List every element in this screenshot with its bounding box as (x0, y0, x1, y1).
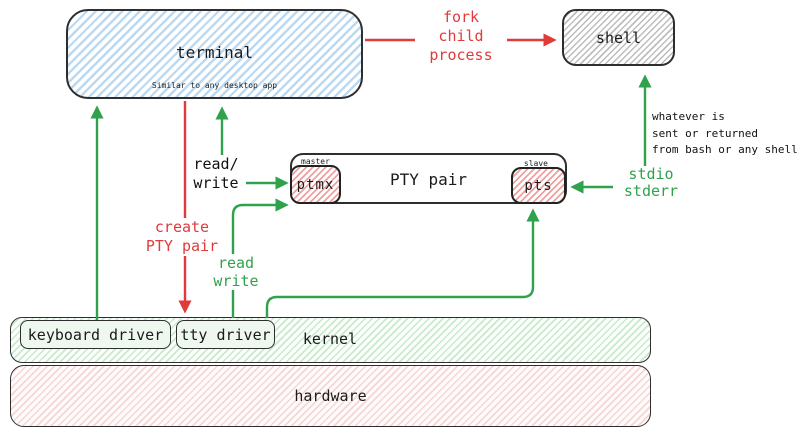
shell-box: shell (562, 9, 675, 66)
pts-label: pts (524, 177, 553, 194)
pty-pair-box: PTY pair master slave ptmx pts (290, 153, 567, 204)
slave-tag: slave (523, 159, 548, 168)
kernel-label: kernel (302, 330, 358, 348)
tty-driver-label: tty driver (180, 325, 271, 344)
shell-title: shell (595, 28, 642, 47)
terminal-box: terminal Similar to any desktop app (66, 9, 363, 99)
pty-pair-title: PTY pair (389, 170, 468, 189)
stdio-stderr-label: stdio stderr (613, 166, 689, 200)
hardware-label: hardware (294, 387, 367, 405)
ptmx-box: ptmx (290, 165, 341, 204)
terminal-title: terminal (175, 43, 254, 62)
create-pty-pair-label: create PTY pair (134, 218, 230, 256)
keyboard-driver-label: keyboard driver (27, 325, 164, 344)
pts-box: pts (511, 167, 566, 204)
tty-read-write-label: read write (199, 254, 273, 290)
shell-io-note: whatever is sent or returned from bash o… (652, 110, 798, 156)
hardware-box: hardware (10, 365, 651, 427)
ptmx-label: ptmx (296, 176, 335, 193)
fork-child-process-label: fork child process (415, 8, 507, 65)
terminal-read-write-label: read/ write (188, 155, 244, 193)
master-tag: master (301, 157, 330, 166)
terminal-subtitle: Similar to any desktop app (151, 81, 278, 90)
keyboard-driver-box: keyboard driver (20, 320, 171, 349)
arrow-tty-to-pts (265, 208, 540, 318)
tty-driver-box: tty driver (176, 320, 275, 349)
